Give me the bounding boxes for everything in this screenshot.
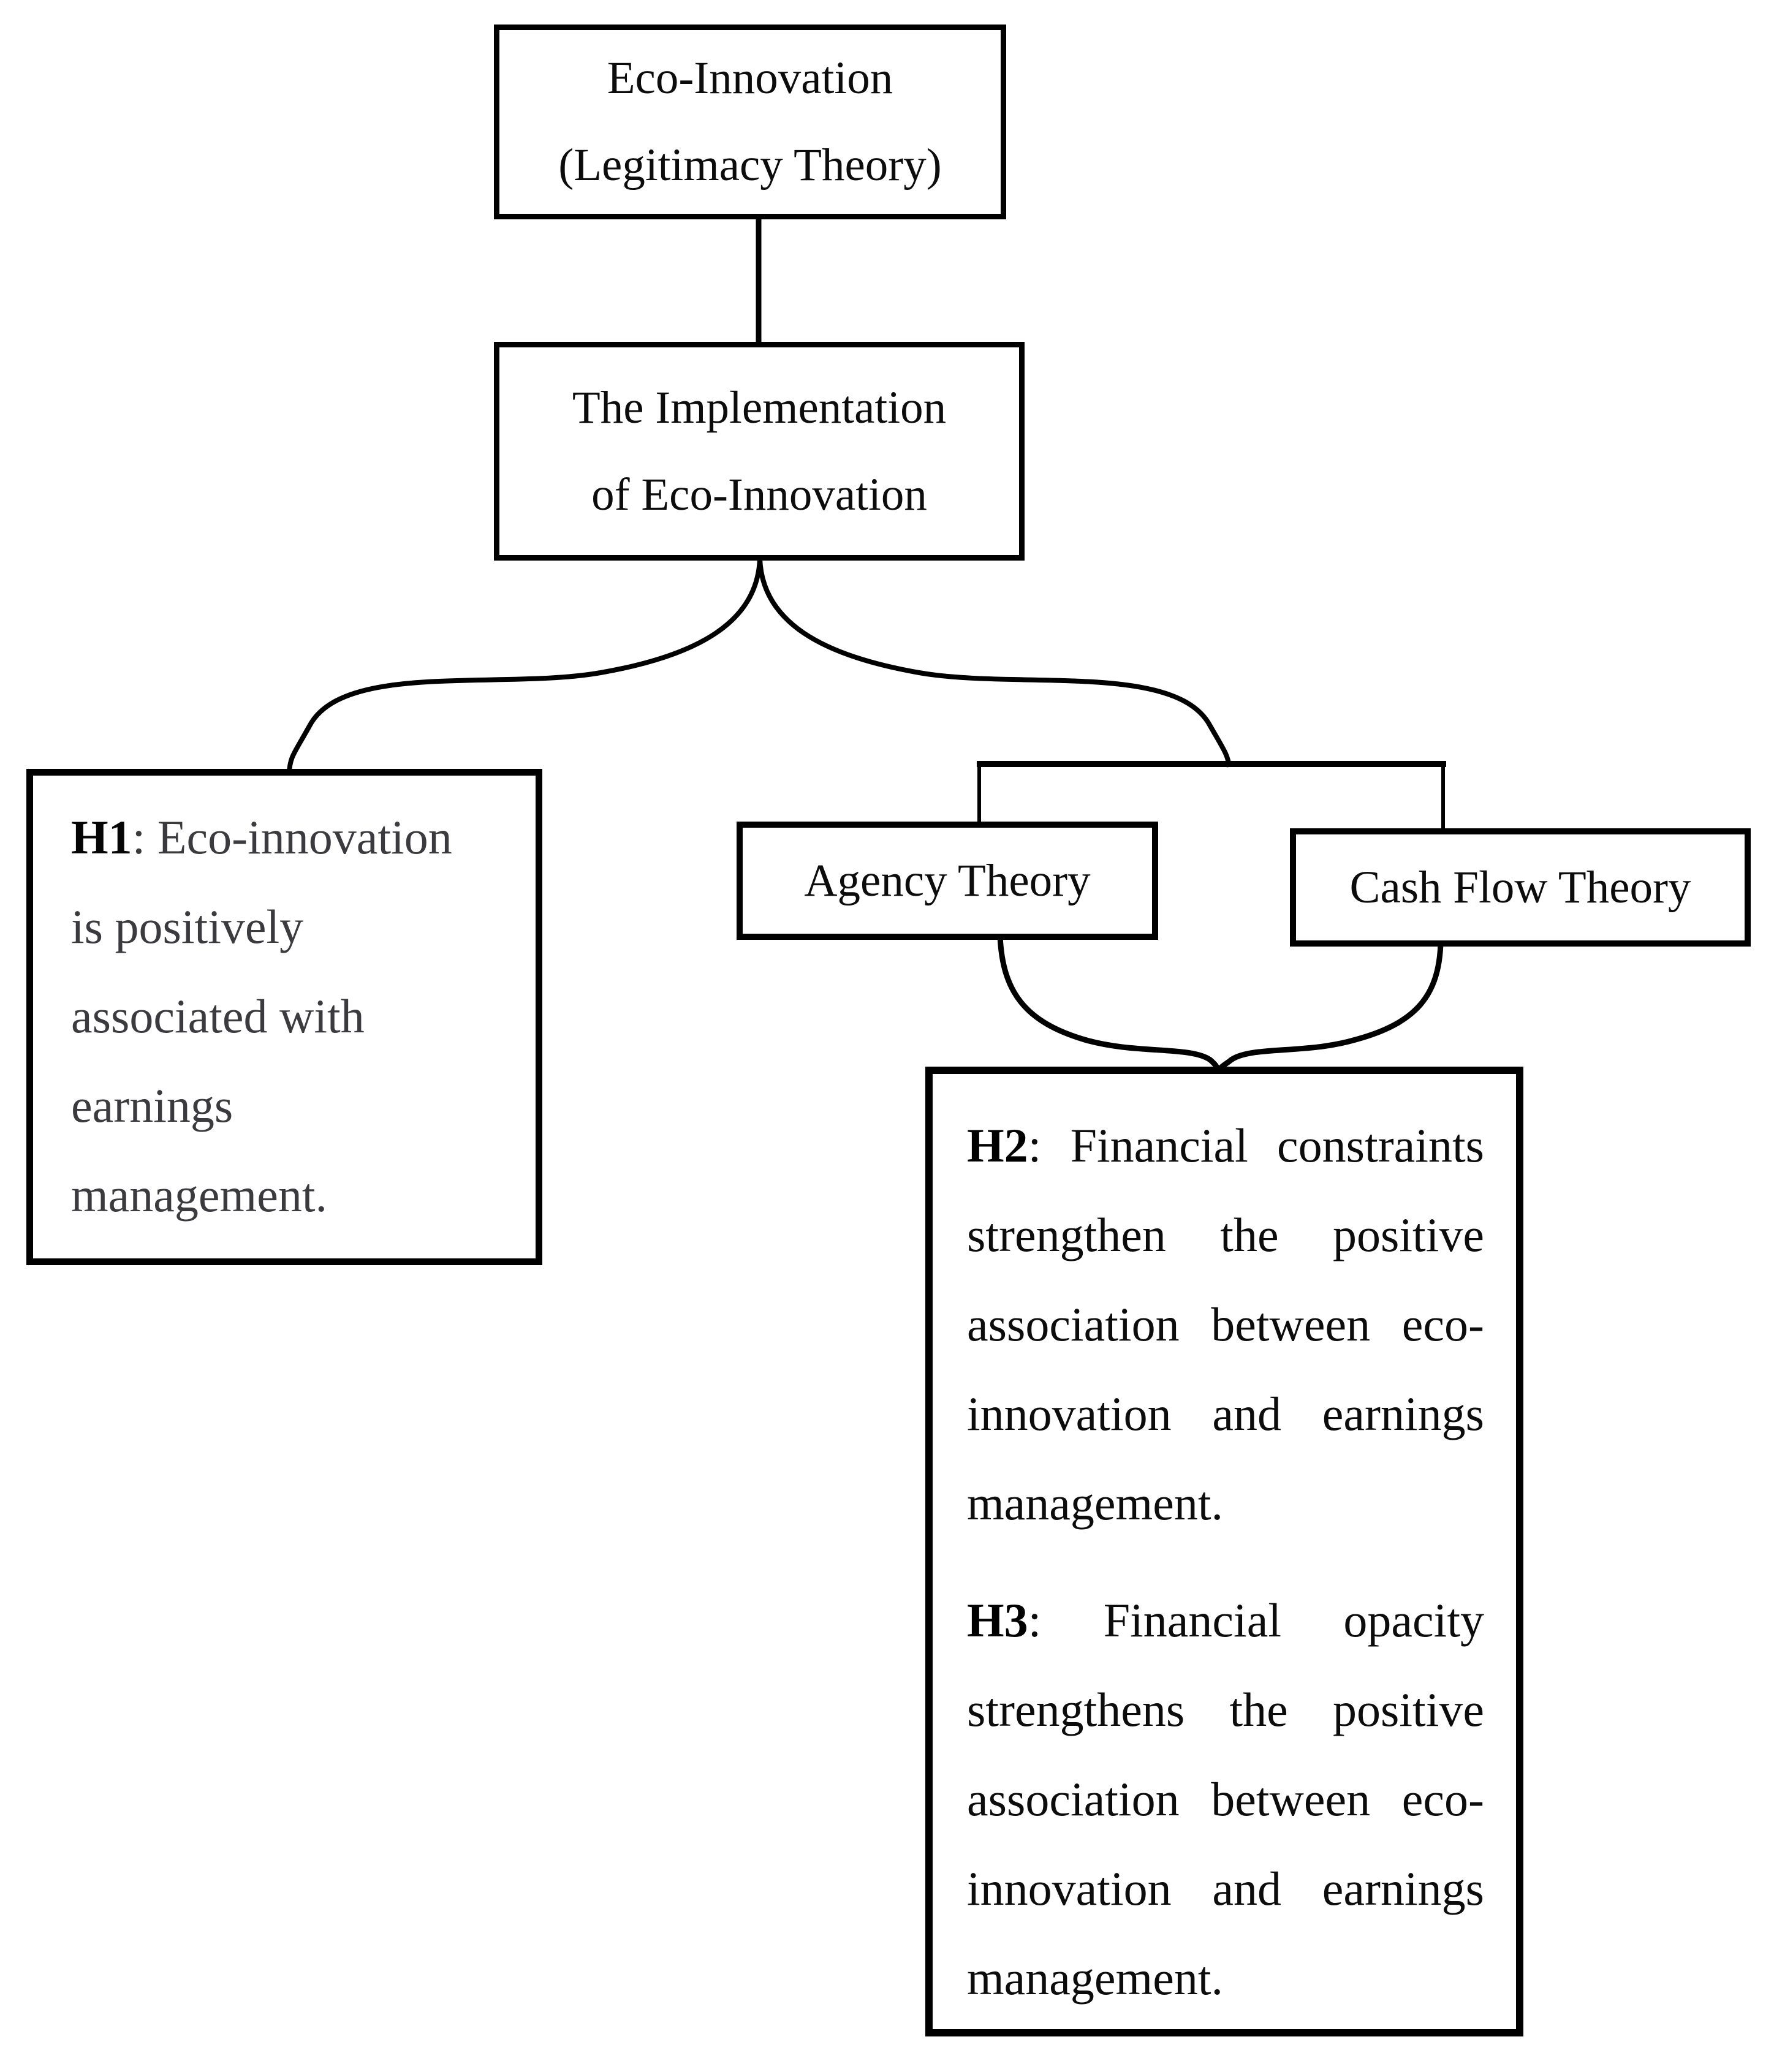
node-label: Cash Flow Theory — [1349, 861, 1691, 913]
node-implementation-of-eco-innovation: The Implementation of Eco-Innovation — [494, 342, 1025, 561]
node-label-line: Eco-Innovation — [607, 53, 893, 104]
h1-line-1-text: : Eco-innovation — [132, 811, 452, 864]
node-label: Agency Theory — [804, 855, 1091, 906]
merge-curve-left — [997, 936, 1221, 1074]
h1-line-3: associated with — [71, 989, 365, 1043]
h3-paragraph: H3: Financial opacity strengthens the po… — [967, 1576, 1484, 2023]
h1-label: H1 — [71, 811, 132, 864]
hypothesis-box-h1: H1: Eco-innovation is positively associa… — [26, 769, 542, 1265]
h2-line-3: association between eco- — [967, 1298, 1484, 1351]
h2-line-1-text: : Financial constraints — [1028, 1119, 1484, 1172]
node-label-line: (Legitimacy Theory) — [558, 140, 942, 191]
split-curve-left — [287, 558, 762, 774]
node-cash-flow-theory: Cash Flow Theory — [1290, 828, 1751, 947]
h3-line-2: strengthens the positive — [967, 1683, 1484, 1736]
h3-line-3: association between eco- — [967, 1772, 1484, 1826]
h2-paragraph: H2: Financial constraints strengthen the… — [967, 1101, 1484, 1548]
h1-line-1: H1: Eco-innovation — [71, 793, 501, 882]
h3-line-5: management. — [967, 1951, 1223, 2005]
node-eco-innovation-legitimacy: Eco-Innovation (Legitimacy Theory) — [494, 25, 1006, 219]
h3-line-4: innovation and earnings — [967, 1862, 1484, 1915]
merge-curve-right — [1215, 943, 1444, 1074]
h2-line-2: strengthen the positive — [967, 1208, 1484, 1261]
node-agency-theory: Agency Theory — [737, 822, 1158, 940]
h1-line-2: is positively — [71, 900, 304, 953]
h2-line-1: H2: Financial constraints — [967, 1101, 1484, 1190]
h2-line-5: management. — [967, 1476, 1223, 1530]
h2-label: H2 — [967, 1119, 1028, 1172]
node-label-line: of Eco-Innovation — [591, 469, 927, 520]
hypothesis-box-h2-h3: H2: Financial constraints strengthen the… — [925, 1067, 1523, 2036]
h3-label: H3 — [967, 1594, 1028, 1647]
h1-line-5: management. — [71, 1168, 327, 1222]
h3-line-1-text: : Financial opacity — [1028, 1594, 1484, 1647]
h2-line-4: innovation and earnings — [967, 1387, 1484, 1440]
h1-line-4: earnings — [71, 1079, 233, 1132]
node-label-line: The Implementation — [572, 382, 947, 433]
split-curve-right — [757, 558, 1232, 768]
h3-line-1: H3: Financial opacity — [967, 1576, 1484, 1665]
